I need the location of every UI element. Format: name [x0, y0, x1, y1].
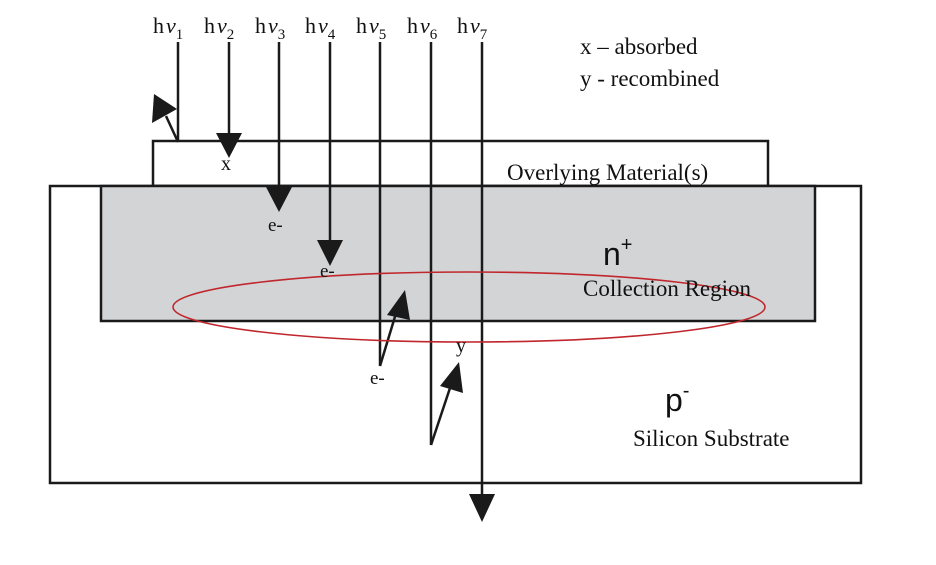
collection-region-label: Collection Region: [583, 276, 752, 301]
photon-6-electron-path: [429, 384, 453, 446]
recombined-marker: y: [456, 335, 466, 357]
photon-labels: hν1 hν2 hν3 hν4 hν5 hν6 hν7: [153, 13, 488, 43]
overlying-material-layer: [151, 139, 770, 188]
photon-5-arrowhead: [387, 290, 410, 320]
photon-2-path: [216, 42, 242, 158]
n-plus-label: n+: [603, 234, 632, 272]
photon-label-1: hν1: [153, 13, 183, 43]
photon-label-5: hν5: [356, 13, 386, 43]
photon-5-electron-path: [378, 309, 399, 367]
overlying-material-label: Overlying Material(s): [507, 160, 708, 185]
photon-5-path: [378, 42, 410, 367]
photon-label-4: hν4: [305, 13, 336, 43]
legend-absorbed: x – absorbed: [580, 34, 698, 59]
electron-marker-4: e-: [320, 261, 335, 282]
collection-region: [99, 184, 817, 323]
electron-marker-3: e-: [268, 215, 283, 236]
photon-label-6: hν6: [407, 13, 438, 43]
photon-label-3: hν3: [255, 13, 285, 43]
photon-1-reflection-line: [164, 115, 180, 143]
photon-label-2: hν2: [204, 13, 234, 43]
photon-4-arrowhead: [317, 240, 343, 266]
photon-1-path: [152, 42, 180, 143]
photon-6-arrowhead: [440, 362, 463, 393]
silicon-substrate-label: Silicon Substrate: [633, 426, 790, 451]
p-minus-label: p-: [665, 380, 689, 418]
photon-3-arrowhead: [266, 187, 292, 212]
photon-1-arrowhead: [152, 94, 177, 123]
electron-marker-5: e-: [370, 368, 385, 389]
legend-recombined: y - recombined: [580, 66, 720, 91]
photon-2-arrowhead: [216, 133, 242, 158]
photon-7-arrowhead: [469, 494, 495, 522]
photon-3-path: [266, 42, 292, 212]
photon-7-path: [469, 42, 495, 522]
absorbed-marker: x: [221, 153, 231, 175]
photon-6-path: [429, 42, 463, 446]
depletion-region-ellipse: [172, 271, 766, 343]
photon-4-path: [317, 42, 343, 266]
photon-label-7: hν7: [457, 13, 488, 43]
